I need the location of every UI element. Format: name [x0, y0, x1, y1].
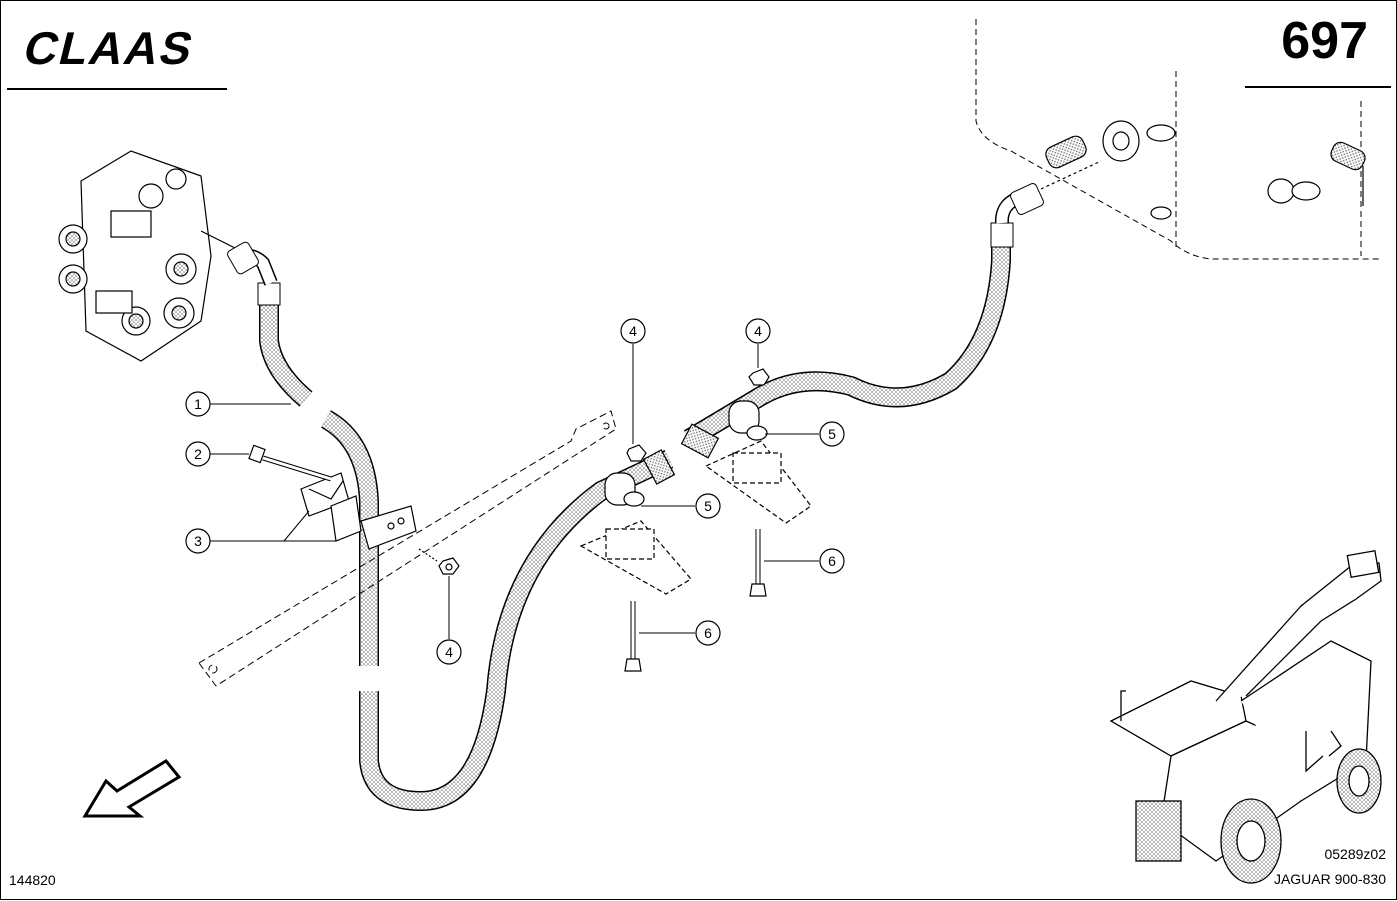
- clamp-assembly-left: [579, 444, 692, 672]
- clamp-assembly-right: [680, 368, 812, 597]
- callout-6a: 6: [828, 553, 836, 569]
- callout-labels: 1 2 3 4 4 4 5 5 6 6: [194, 323, 836, 660]
- callout-3: 3: [194, 533, 202, 549]
- leader-lines: [210, 344, 819, 639]
- callout-1: 1: [194, 396, 202, 412]
- valve-block: [58, 150, 242, 362]
- nut-part-4-left: [418, 548, 460, 575]
- hose-left: [227, 241, 422, 811]
- model-label: JAGUAR 900-830: [1273, 871, 1386, 887]
- footer-left-code: 144820: [9, 872, 56, 888]
- callout-5b: 5: [828, 426, 836, 442]
- callout-2: 2: [194, 446, 202, 462]
- callout-6b: 6: [704, 625, 712, 641]
- drawing-code: 05289z02: [1324, 846, 1386, 862]
- tank-fittings: [1040, 120, 1366, 220]
- tank-outline: [975, 19, 1381, 260]
- arrow-down-left-icon: [82, 759, 182, 818]
- callout-4c: 4: [754, 323, 762, 339]
- callout-4a: 4: [445, 644, 453, 660]
- hose-main: [420, 183, 1044, 811]
- callout-balloons: [185, 318, 845, 665]
- claas-logo: CLAAS: [19, 23, 200, 74]
- hose-clip-bracket: [300, 472, 417, 550]
- bolt-part-2: [248, 444, 332, 482]
- page-number: 697: [1281, 12, 1368, 70]
- callout-4b: 4: [629, 323, 637, 339]
- svg-text:CLAAS: CLAAS: [19, 23, 200, 74]
- callout-5a: 5: [704, 498, 712, 514]
- forage-harvester-icon: [1109, 549, 1382, 884]
- mounting-bar: [198, 410, 617, 687]
